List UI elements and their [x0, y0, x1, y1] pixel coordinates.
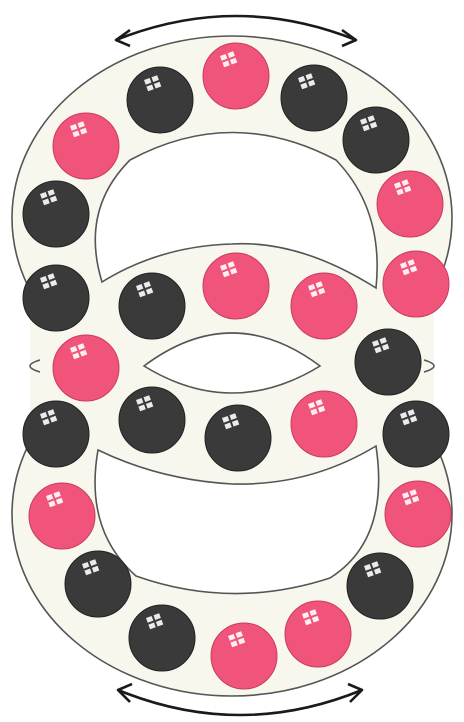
pink-ball [203, 43, 269, 109]
black-ball [129, 605, 195, 671]
black-ball [23, 401, 89, 467]
pink-ball [285, 601, 351, 667]
pink-ball [53, 335, 119, 401]
pink-ball [291, 273, 357, 339]
black-ball [127, 67, 193, 133]
black-ball [119, 387, 185, 453]
pink-ball [29, 483, 95, 549]
black-ball [281, 65, 347, 131]
pink-ball [53, 113, 119, 179]
pink-ball [291, 391, 357, 457]
black-ball [65, 551, 131, 617]
black-ball [343, 107, 409, 173]
black-ball [205, 405, 271, 471]
black-ball [23, 265, 89, 331]
pink-ball [203, 253, 269, 319]
black-ball [347, 553, 413, 619]
black-ball [383, 401, 449, 467]
black-ball [23, 181, 89, 247]
black-ball [355, 329, 421, 395]
pink-ball [377, 171, 443, 237]
pink-ball [383, 251, 449, 317]
pink-ball [385, 481, 451, 547]
black-ball [119, 273, 185, 339]
pink-ball [211, 623, 277, 689]
